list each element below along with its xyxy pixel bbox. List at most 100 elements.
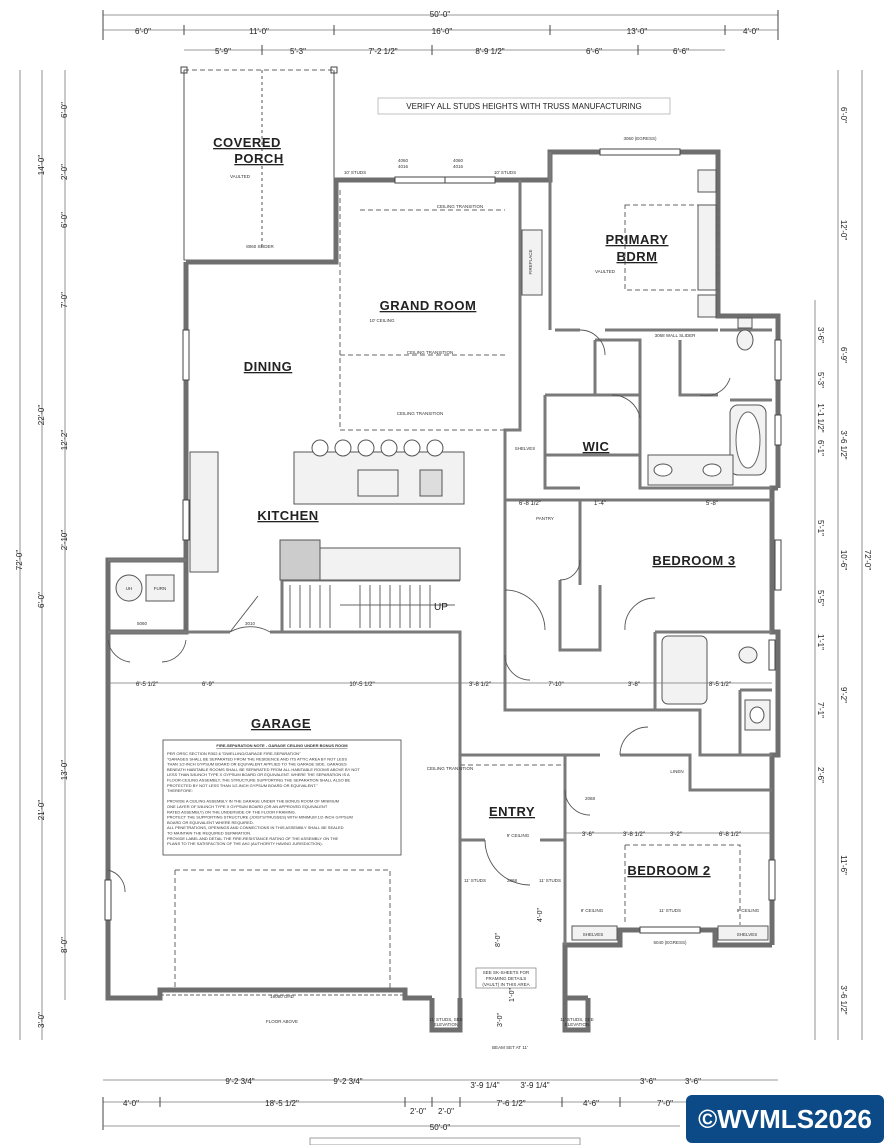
right-dim-6: 9'-2" xyxy=(839,687,848,703)
bedroom2-label: BEDROOM 2 xyxy=(627,863,710,878)
primary-egress-note: 3060 (EGRESS) xyxy=(623,136,657,141)
wall-slider-note: 3068 WALL SLIDER xyxy=(655,333,696,338)
fire-note-line: PROTECT THE SUPPORTING STRUCTURE (JOISTS… xyxy=(167,815,353,820)
int-dim-2: 6'-9" xyxy=(202,682,214,688)
entry-ceiling: 9' CEILING xyxy=(507,833,530,838)
interior-dimensions: 6'-5 1/2" 6'-9" 10'-5 1/2" 3'-8 1/2" 7'-… xyxy=(108,499,772,1027)
framing-note-3: (VAULT) IN THIS AREA xyxy=(482,982,529,987)
right-dim-r2-9: 2'-6" xyxy=(816,767,825,783)
top-dim-4: 13'-0" xyxy=(627,27,648,36)
int-dim-1: 6'-5 1/2" xyxy=(136,682,158,688)
bedroom2-ceiling-2: 9' CEILING xyxy=(737,908,760,913)
entry-studs-1: 11' STUDS xyxy=(464,878,486,883)
left-dim-r2-3: 6'-0" xyxy=(60,212,69,228)
right-dim-r2-8: 7'-1" xyxy=(816,702,825,718)
int-dim-13: 3'-2" xyxy=(670,832,682,838)
stair-up-label: UP xyxy=(434,602,448,613)
int-dim-10: 5'-8" xyxy=(706,501,718,507)
top-dim-3: 16'-0" xyxy=(432,27,453,36)
left-dimensions: 72'-0" 14'-0" 22'-0" 6'-0" 21'-0" 3'-0" … xyxy=(15,70,69,1040)
right-dim-r2-4: 6'-1" xyxy=(816,440,825,456)
bottom-dim-r2-3: 3'-9 1/4" xyxy=(470,1081,499,1090)
window-callout-2: 4060 xyxy=(453,158,464,163)
top-dim-r3-1: 5'-9" xyxy=(215,47,231,56)
right-dim-8: 3'-6 1/2" xyxy=(839,985,848,1014)
bedroom3-label: BEDROOM 3 xyxy=(652,553,735,568)
windows xyxy=(104,148,782,934)
left-dim-2: 22'-0" xyxy=(37,405,46,426)
grand-room-label: GRAND ROOM xyxy=(380,298,477,313)
shelves-label-2: SHELVES xyxy=(583,932,603,937)
plan-notes: VERIFY ALL STUDS HEIGHTS WITH TRUSS MANU… xyxy=(137,97,760,1050)
studs-10-note-1: 10' STUDS xyxy=(344,170,366,175)
bottom-dim-r2-1: 9'-2 3/4" xyxy=(225,1077,254,1086)
fire-note-line: THAN 1/2-INCH GYPSUM BOARD OR EQUIVALENT… xyxy=(167,762,347,767)
framing-note-1: SEE SK-SHEETS FOR xyxy=(483,970,530,975)
int-dim-11: 3'-6" xyxy=(582,832,594,838)
bedroom2-egress-note: 6040 (EGRESS) xyxy=(653,940,687,945)
left-dim-r2-1: 6'-0" xyxy=(60,102,69,118)
floor-above-note: FLOOR ABOVE xyxy=(266,1019,298,1024)
fire-note-line: PROVIDE LABEL AND DETAIL THE FIRE-RESIST… xyxy=(167,836,338,841)
bottom-dim-4: 2'-0" xyxy=(438,1107,454,1116)
left-dim-r2-5: 12'-2" xyxy=(60,430,69,451)
furn-label: FURN xyxy=(154,586,167,591)
studs-see-2: 11' STUDS, SEE xyxy=(560,1017,594,1022)
elevation-1: ELEVATION xyxy=(434,1022,459,1027)
left-dim-1: 14'-0" xyxy=(37,155,46,176)
int-dim-6: 3'-8" xyxy=(628,682,640,688)
left-dim-3: 6'-0" xyxy=(37,592,46,608)
left-dim-r2-4: 7'-0" xyxy=(60,292,69,308)
top-dim-r3-4: 8'-9 1/2" xyxy=(475,47,504,56)
studs-see-1: 11' STUDS, SEE xyxy=(429,1017,463,1022)
int-dim-15: 8'-0" xyxy=(495,933,502,947)
left-dim-r2-8: 8'-0" xyxy=(60,937,69,953)
ceiling-transition-4: CEILING TRANSITION xyxy=(427,766,473,771)
window-callout-1: 4060 xyxy=(398,158,409,163)
top-dim-1: 6'-0" xyxy=(135,27,151,36)
right-dim-r2-5: 5'-1" xyxy=(816,520,825,536)
int-dim-18: 3'-0" xyxy=(497,1013,504,1027)
right-dim-7: 11'-6" xyxy=(839,855,848,875)
ceiling-transitions xyxy=(174,190,741,990)
left-dim-r2-7: 13'-0" xyxy=(60,760,69,781)
window-callout-4: 4016 xyxy=(453,164,464,169)
entry-studs-2: 11' STUDS xyxy=(539,878,561,883)
window-callout-8: 2868 xyxy=(507,878,518,883)
beam-set-note: BEAM SET AT 11' xyxy=(492,1045,528,1050)
porch-vaulted-note: VAULTED xyxy=(230,174,251,179)
top-dim-r3-3: 7'-2 1/2" xyxy=(368,47,397,56)
bottom-dim-7: 7'-0" xyxy=(657,1099,673,1108)
bottom-dim-1: 4'-0" xyxy=(123,1099,139,1108)
window-callout-7: 2068 xyxy=(585,796,596,801)
fire-note-line: TO MAINTAIN THE REQUIRED SEPARATION. xyxy=(167,831,251,836)
left-dim-4: 21'-0" xyxy=(37,800,46,821)
bottom-dim-r2-5: 3'-6" xyxy=(640,1077,656,1086)
fire-note-line: PROTECTED BY NOT LESS THAN 1/2-INCH GYPS… xyxy=(167,783,318,788)
right-dim-r2-6: 5'-5" xyxy=(816,590,825,606)
top-overall-dim: 50'-0" xyxy=(430,10,451,19)
entry-label: ENTRY xyxy=(489,804,535,819)
right-dim-3: 6'-9" xyxy=(839,347,848,363)
linen-label: LINEN xyxy=(670,769,683,774)
shelves-label-3: SHELVES xyxy=(737,932,757,937)
fire-note-line: BOARD OR EQUIVALENT WHERE REQUIRED. xyxy=(167,820,254,825)
left-dim-r2-6: 2'-10" xyxy=(60,530,69,551)
uh-label: UH xyxy=(126,586,133,591)
fireplace-label: FIREPLACE xyxy=(528,249,533,274)
bottom-dim-r2-2: 9'-2 3/4" xyxy=(333,1077,362,1086)
fire-separation-note: FIRE-SEPARATION NOTE - GARAGE CEILING UN… xyxy=(162,739,402,856)
bottom-dim-r2-4: 3'-9 1/4" xyxy=(520,1081,549,1090)
fire-note-line: ALL PENETRATIONS, OPENINGS AND CONNECTIO… xyxy=(167,825,344,830)
int-dim-12: 3'-8 1/2" xyxy=(623,832,645,838)
garage-door-note: 16080 OHD xyxy=(270,994,295,999)
right-dim-1: 6'-0" xyxy=(839,107,848,123)
bottom-dim-r2-6: 3'-6" xyxy=(685,1077,701,1086)
primary-bdrm-label-2: BDRM xyxy=(617,249,658,264)
right-dim-r2-3: 1'-1 1/2" xyxy=(816,403,825,432)
bottom-dim-2: 18'-5 1/2" xyxy=(265,1099,299,1108)
int-dim-14: 6'-8 1/2" xyxy=(719,832,741,838)
bottom-dim-6: 4'-6" xyxy=(583,1099,599,1108)
fire-note-line: BENEATH HABITABLE ROOMS SHALL BE SEPARAT… xyxy=(167,767,360,772)
int-dim-3: 10'-5 1/2" xyxy=(349,682,374,688)
